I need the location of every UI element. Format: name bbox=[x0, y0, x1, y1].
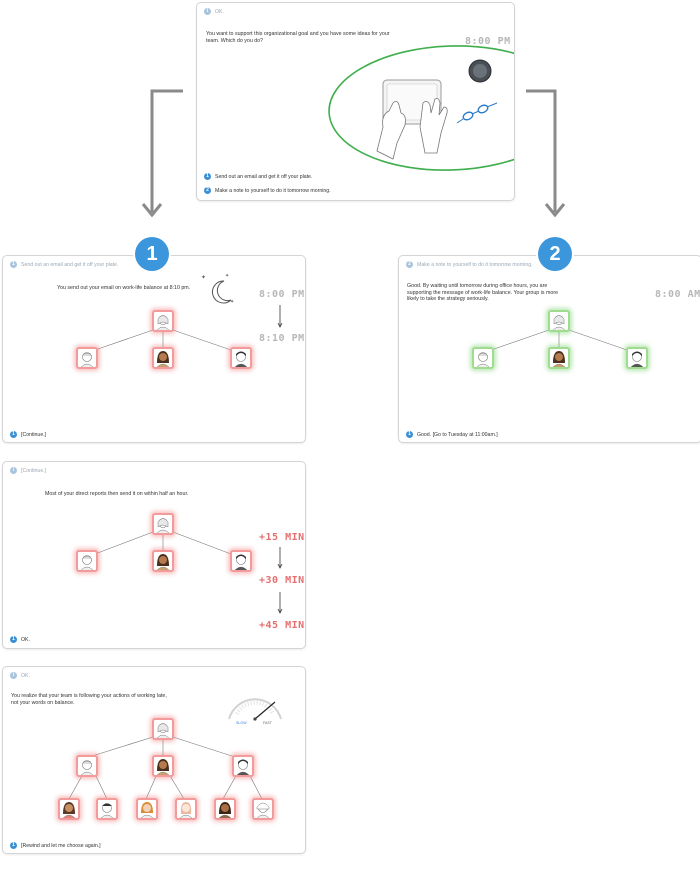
avatar-report bbox=[232, 755, 254, 777]
elapsed-time: +15 MIN bbox=[259, 532, 305, 543]
clock-to: 8:10 PM bbox=[259, 333, 305, 344]
arrow-head-1 bbox=[141, 203, 163, 218]
svg-text:✦: ✦ bbox=[230, 299, 234, 305]
avatar-report bbox=[230, 347, 252, 369]
info-icon: i bbox=[10, 467, 17, 474]
gauge-high-label: FAST bbox=[263, 721, 273, 725]
avatar-team-member bbox=[252, 798, 274, 820]
avatar-manager bbox=[548, 310, 570, 332]
scenario-prompt: You realize that your team is following … bbox=[11, 693, 167, 706]
svg-text:✦: ✦ bbox=[201, 274, 206, 281]
glasses-icon bbox=[456, 102, 498, 124]
avatar-report bbox=[626, 347, 648, 369]
avatar-manager bbox=[152, 310, 174, 332]
scenario-prompt: You send out your email on work-life bal… bbox=[57, 285, 191, 291]
org-tree-lines: SLOW FAST bbox=[68, 698, 282, 800]
option-badge-2: 2 bbox=[538, 237, 572, 271]
avatar-report bbox=[152, 755, 174, 777]
arrow-to-option-2 bbox=[526, 89, 557, 212]
scenario-prompt: Good. By waiting until tomorrow during o… bbox=[407, 283, 559, 303]
org-lines bbox=[94, 531, 283, 614]
avatar-team-member bbox=[214, 798, 236, 820]
moon-stars-icon: ✦ ✦ ✦ bbox=[201, 273, 234, 305]
elapsed-time: +30 MIN bbox=[259, 575, 305, 586]
avatar-report bbox=[472, 347, 494, 369]
avatar-manager bbox=[152, 718, 174, 740]
scenario-prompt: You want to support this organizational … bbox=[206, 31, 390, 44]
avatar-report bbox=[230, 550, 252, 572]
scenario-card-continue: i[Continue.] Most of your direct reports… bbox=[2, 461, 306, 649]
avatar-report bbox=[152, 347, 174, 369]
card-header: i[Continue.] bbox=[10, 467, 46, 474]
avatar-report bbox=[76, 550, 98, 572]
avatar-report bbox=[152, 550, 174, 572]
clock-readout: 8:00 AM bbox=[655, 289, 700, 300]
avatar-team-member bbox=[175, 798, 197, 820]
continue-button[interactable]: 1[Continue.] bbox=[10, 431, 46, 438]
avatar-team-member bbox=[136, 798, 158, 820]
highlight-ellipse bbox=[328, 45, 514, 171]
avatar-report bbox=[548, 347, 570, 369]
gauge-low-label: SLOW bbox=[236, 721, 247, 725]
avatar-report bbox=[76, 755, 98, 777]
scenario-prompt: Most of your direct reports then send it… bbox=[45, 491, 189, 497]
desk-illustration bbox=[328, 45, 514, 171]
svg-text:✦: ✦ bbox=[225, 273, 229, 279]
avatar-manager bbox=[152, 513, 174, 535]
arrow-to-option-1 bbox=[150, 89, 183, 212]
speedometer-icon bbox=[228, 698, 282, 721]
info-icon: 1 bbox=[10, 261, 17, 268]
clock-from: 8:00 PM bbox=[259, 289, 305, 300]
right-hand-icon bbox=[419, 98, 448, 154]
org-lines bbox=[490, 329, 628, 351]
info-icon: i bbox=[10, 672, 17, 679]
avatar-team-member bbox=[96, 798, 118, 820]
left-hand-icon bbox=[376, 101, 406, 160]
rewind-button[interactable]: 1[Rewind and let me choose again.] bbox=[10, 842, 101, 849]
info-icon: 2 bbox=[406, 261, 413, 268]
clock-readout: 8:00 PM bbox=[465, 36, 511, 47]
org-lines: ✦ ✦ ✦ bbox=[94, 273, 283, 351]
arrow-head-2 bbox=[544, 203, 566, 218]
avatar-report bbox=[76, 347, 98, 369]
option-badge-1: 1 bbox=[135, 237, 169, 271]
avatar-team-member bbox=[58, 798, 80, 820]
info-icon: i bbox=[204, 8, 211, 15]
elapsed-time: +45 MIN bbox=[259, 620, 305, 631]
